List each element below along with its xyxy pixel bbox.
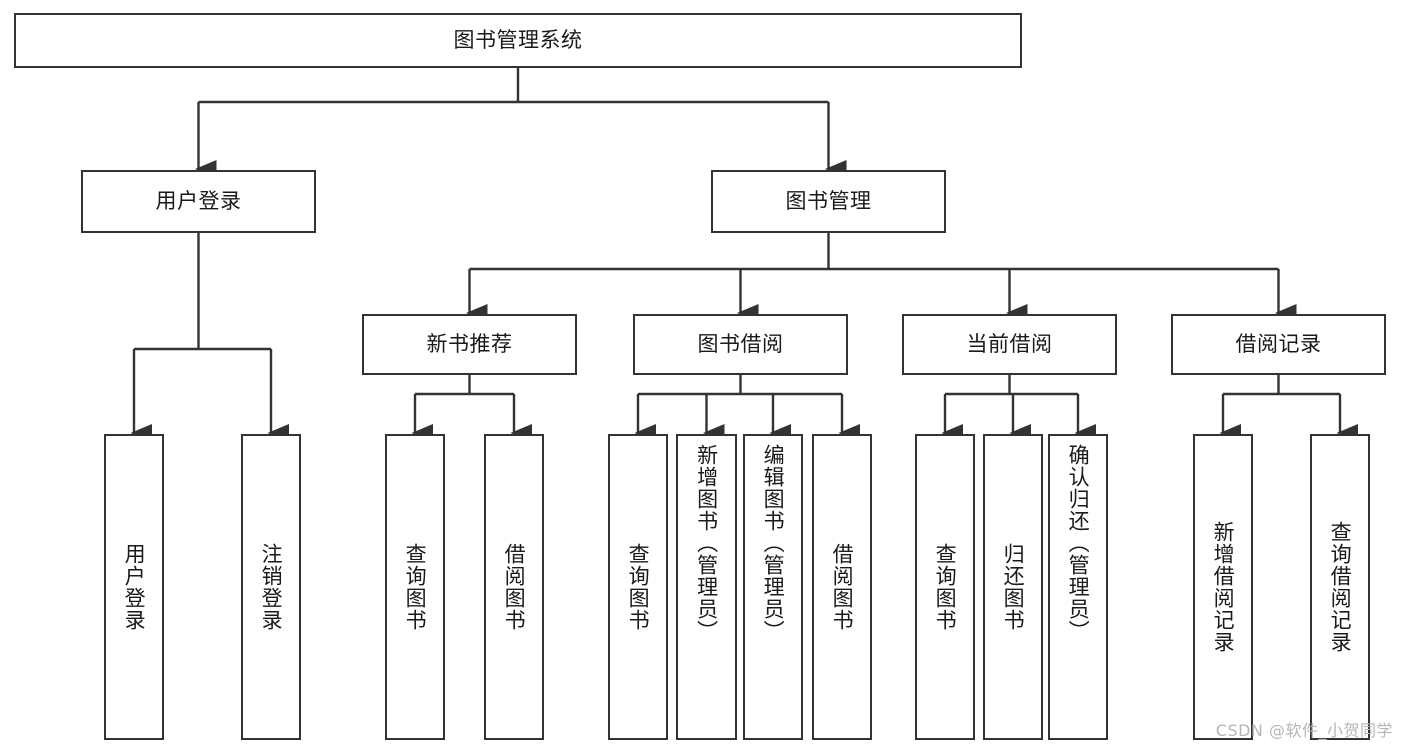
- leaf-query-book-1-label: 查询图书: [403, 543, 428, 631]
- node-new-book-recommend[interactable]: 新书推荐: [362, 314, 577, 375]
- leaf-query-book-3[interactable]: 查询图书: [915, 434, 975, 740]
- leaf-borrow-book-1[interactable]: 借阅图书: [484, 434, 544, 740]
- node-book-borrow[interactable]: 图书借阅: [633, 314, 848, 375]
- node-borrow-record[interactable]: 借阅记录: [1171, 314, 1386, 375]
- node-new-book-recommend-label: 新书推荐: [426, 331, 513, 356]
- node-book-manage-label: 图书管理: [785, 188, 872, 213]
- leaf-query-book-2-label: 查询图书: [626, 543, 651, 631]
- leaf-add-borrow-record-label: 新增借阅记录: [1211, 521, 1236, 653]
- leaf-borrow-book-1-label: 借阅图书: [502, 543, 527, 631]
- node-borrow-record-label: 借阅记录: [1235, 331, 1322, 356]
- node-root[interactable]: 图书管理系统: [14, 13, 1022, 68]
- node-root-label: 图书管理系统: [453, 27, 583, 52]
- node-book-borrow-label: 图书借阅: [697, 331, 784, 356]
- node-user-login[interactable]: 用户登录: [81, 170, 316, 233]
- leaf-query-borrow-record-label: 查询借阅记录: [1328, 521, 1353, 653]
- leaf-query-borrow-record[interactable]: 查询借阅记录: [1310, 434, 1370, 740]
- leaf-query-book-3-label: 查询图书: [933, 543, 958, 631]
- leaf-borrow-book-2[interactable]: 借阅图书: [812, 434, 872, 740]
- leaf-query-book-2[interactable]: 查询图书: [608, 434, 668, 740]
- leaf-confirm-return-label: 确认归还（管理员）: [1066, 444, 1091, 642]
- leaf-add-borrow-record[interactable]: 新增借阅记录: [1193, 434, 1253, 740]
- leaf-query-book-1[interactable]: 查询图书: [385, 434, 445, 740]
- node-user-login-label: 用户登录: [155, 188, 242, 213]
- node-current-borrow-label: 当前借阅: [966, 331, 1053, 356]
- leaf-user-login-label: 用户登录: [122, 543, 147, 631]
- node-book-manage[interactable]: 图书管理: [711, 170, 946, 233]
- node-current-borrow[interactable]: 当前借阅: [902, 314, 1117, 375]
- leaf-user-login[interactable]: 用户登录: [104, 434, 164, 740]
- leaf-logout[interactable]: 注销登录: [241, 434, 301, 740]
- leaf-logout-label: 注销登录: [259, 543, 284, 631]
- leaf-edit-book-label: 编辑图书（管理员）: [761, 444, 786, 642]
- leaf-add-book[interactable]: 新增图书（管理员）: [676, 434, 737, 740]
- leaf-return-book-label: 归还图书: [1001, 543, 1026, 631]
- leaf-confirm-return[interactable]: 确认归还（管理员）: [1048, 434, 1108, 740]
- leaf-return-book[interactable]: 归还图书: [983, 434, 1043, 740]
- leaf-borrow-book-2-label: 借阅图书: [830, 543, 855, 631]
- leaf-add-book-label: 新增图书（管理员）: [694, 444, 719, 642]
- watermark: CSDN @软件_小贺同学: [1215, 721, 1393, 740]
- leaf-edit-book[interactable]: 编辑图书（管理员）: [743, 434, 803, 740]
